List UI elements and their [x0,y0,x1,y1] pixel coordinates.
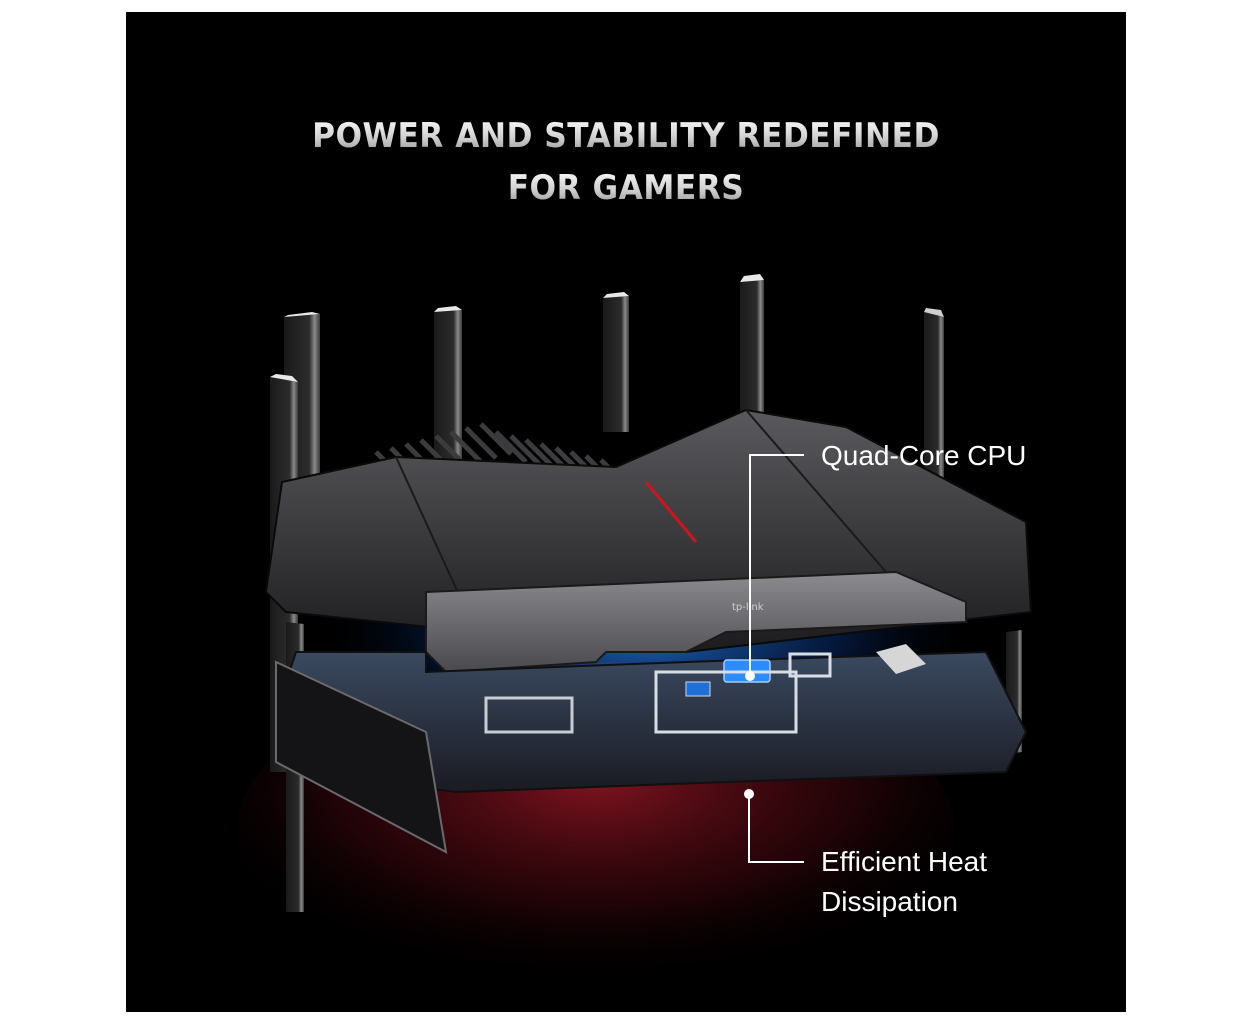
headline-line-1: POWER AND STABILITY REDEFINED [166,116,1086,156]
antenna [740,274,764,412]
cpu-callout-line [745,454,804,681]
heat-callout-line-1: Efficient Heat [821,846,988,877]
cpu-callout-label: Quad-Core CPU [821,440,1027,471]
port-panel [275,660,448,854]
red-accent-stripe [644,481,698,543]
antenna [603,292,629,432]
brand-logo: tp-link [732,602,764,613]
circuit-board [274,644,1028,794]
shield-plates: tp-link [425,570,967,674]
router-illustration: tp-link [236,274,1033,1002]
heat-callout-label: Efficient Heat Dissipation [821,842,987,922]
heat-callout-line-2: Dissipation [821,886,958,917]
product-banner: tp-link POWER AND STABILITY REDEFINED FO… [126,12,1126,1012]
headline-line-2: FOR GAMERS [166,168,1086,208]
heat-callout-line [744,789,804,863]
